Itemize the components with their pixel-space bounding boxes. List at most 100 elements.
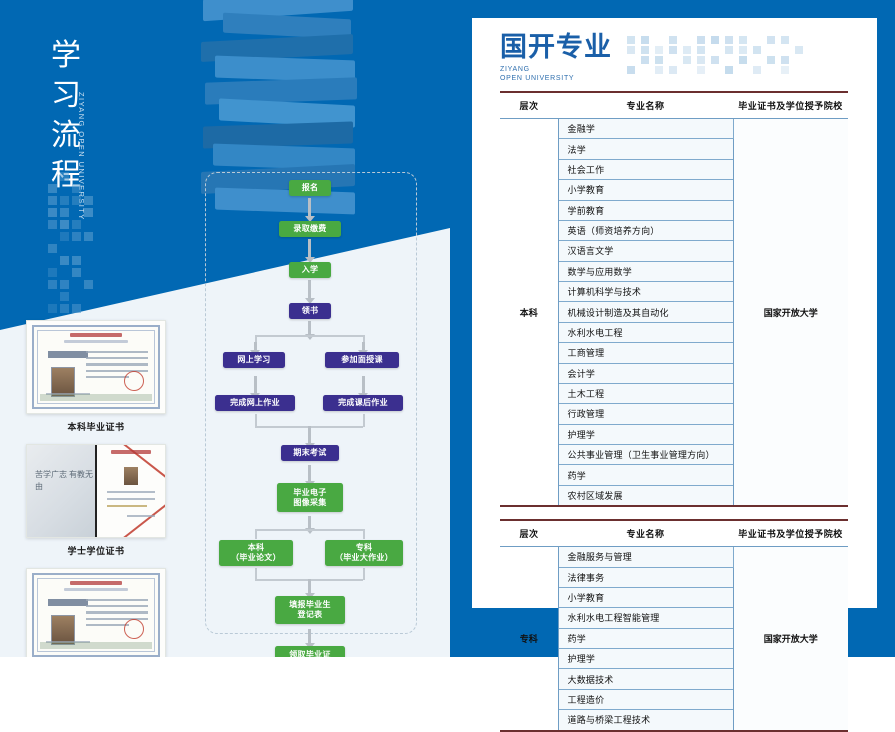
dot bbox=[60, 196, 69, 205]
flow-node-tianbao-dengjibiao[interactable]: 填报毕业生 登记表 bbox=[275, 596, 345, 624]
major-name-cell: 护理学 bbox=[558, 649, 733, 669]
dot bbox=[641, 36, 649, 44]
flow-arrow bbox=[308, 280, 311, 298]
dot bbox=[627, 36, 635, 44]
flow-arrow bbox=[362, 342, 365, 350]
dot bbox=[641, 46, 649, 54]
dot bbox=[669, 36, 677, 44]
flow-connector bbox=[363, 568, 365, 580]
major-name-cell: 水利水电工程智能管理 bbox=[558, 608, 733, 628]
flow-node-lingshu[interactable]: 领书 bbox=[289, 303, 331, 319]
dot bbox=[72, 196, 81, 205]
dot bbox=[697, 66, 705, 74]
flow-arrow bbox=[308, 198, 311, 216]
flow-node-benke-lunwen[interactable]: 本科 （毕业论文） bbox=[219, 540, 293, 566]
table-bottom-rule bbox=[500, 731, 848, 732]
column-header: 专业名称 bbox=[558, 520, 733, 547]
major-name-cell: 土木工程 bbox=[558, 383, 733, 403]
certificate-image-bachelor-degree: 苦学广志 有教无由 bbox=[26, 444, 166, 538]
dot bbox=[84, 232, 93, 241]
column-header: 毕业证书及学位授予院校 bbox=[733, 92, 848, 119]
flow-arrow bbox=[308, 465, 311, 481]
major-name-cell: 汉语言文学 bbox=[558, 241, 733, 261]
major-name-cell: 道路与桥梁工程技术 bbox=[558, 710, 733, 731]
school-cell: 国家开放大学 bbox=[733, 547, 848, 731]
dot bbox=[60, 256, 69, 265]
dot bbox=[767, 56, 775, 64]
certificate-gallery: 本科毕业证书 苦学广志 有教无由 bbox=[26, 320, 166, 657]
major-name-cell: 工商管理 bbox=[558, 343, 733, 363]
certificate-item: 本科毕业证书 bbox=[26, 320, 166, 433]
flow-node-biye-dianzi-tuxiang[interactable]: 毕业电子 图像采集 bbox=[277, 483, 343, 512]
level-cell: 本科 bbox=[500, 119, 558, 507]
dot bbox=[84, 208, 93, 217]
dot bbox=[48, 208, 57, 217]
dot bbox=[781, 56, 789, 64]
dot bbox=[48, 184, 57, 193]
dot bbox=[48, 244, 57, 253]
dot bbox=[60, 172, 69, 181]
dot bbox=[48, 196, 57, 205]
dot-grid-decoration-left bbox=[48, 172, 140, 332]
flow-node-ruxue[interactable]: 入学 bbox=[289, 262, 331, 278]
flow-node-baoming[interactable]: 报名 bbox=[289, 180, 331, 196]
column-header: 层次 bbox=[500, 520, 558, 547]
certificate-image-college-graduation bbox=[26, 568, 166, 657]
dot bbox=[697, 56, 705, 64]
dot bbox=[697, 46, 705, 54]
table-header-row: 层次专业名称毕业证书及学位授予院校 bbox=[500, 92, 848, 119]
dot bbox=[60, 208, 69, 217]
flow-node-wancheng-kehou-zuoye[interactable]: 完成课后作业 bbox=[323, 395, 403, 411]
flow-node-wangshang-xuexi[interactable]: 网上学习 bbox=[223, 352, 285, 368]
major-name-cell: 药学 bbox=[558, 465, 733, 485]
flow-node-qimo-kaoshi[interactable]: 期末考试 bbox=[281, 445, 339, 461]
dot bbox=[72, 256, 81, 265]
flow-arrow bbox=[308, 239, 311, 257]
majors-table-college: 层次专业名称毕业证书及学位授予院校专科金融服务与管理国家开放大学法律事务小学教育… bbox=[500, 519, 848, 731]
flow-arrow bbox=[308, 579, 311, 593]
flow-arrow bbox=[254, 342, 257, 350]
flow-node-canjia-mianshou[interactable]: 参加面授课 bbox=[325, 352, 399, 368]
flow-node-luqu-jiaofei[interactable]: 录取缴费 bbox=[279, 221, 341, 237]
major-name-cell: 数学与应用数学 bbox=[558, 261, 733, 281]
dot bbox=[48, 220, 57, 229]
major-name-cell: 农村区域发展 bbox=[558, 485, 733, 506]
table-row: 本科金融学国家开放大学 bbox=[500, 119, 848, 139]
major-name-cell: 法学 bbox=[558, 139, 733, 159]
major-name-cell: 护理学 bbox=[558, 424, 733, 444]
dot bbox=[725, 46, 733, 54]
dot bbox=[655, 66, 663, 74]
column-header: 专业名称 bbox=[558, 92, 733, 119]
flow-node-wancheng-wangshang-zuoye[interactable]: 完成网上作业 bbox=[215, 395, 295, 411]
flow-node-lingqu-biyezheng[interactable]: 领取毕业证 及档案 bbox=[275, 646, 345, 657]
flow-connector bbox=[363, 529, 365, 539]
dot bbox=[48, 304, 57, 313]
certificate-caption: 本科毕业证书 bbox=[26, 420, 166, 433]
column-header: 层次 bbox=[500, 92, 558, 119]
title-char-1: 学 bbox=[34, 36, 100, 76]
certificate-item: 苦学广志 有教无由 学士学 bbox=[26, 444, 166, 557]
flow-connector bbox=[255, 529, 363, 531]
major-name-cell: 机械设计制造及其自动化 bbox=[558, 302, 733, 322]
dot bbox=[669, 46, 677, 54]
major-name-cell: 学前教育 bbox=[558, 200, 733, 220]
dot bbox=[60, 232, 69, 241]
dot bbox=[767, 36, 775, 44]
certificate-caption: 学士学位证书 bbox=[26, 544, 166, 557]
dot bbox=[48, 268, 57, 277]
dot bbox=[60, 304, 69, 313]
major-name-cell: 大数据技术 bbox=[558, 669, 733, 689]
dot bbox=[60, 292, 69, 301]
level-cell: 专科 bbox=[500, 547, 558, 731]
rule-cell bbox=[558, 731, 733, 732]
dot bbox=[72, 184, 81, 193]
majors-table-undergraduate: 层次专业名称毕业证书及学位授予院校本科金融学国家开放大学法学社会工作小学教育学前… bbox=[500, 91, 848, 507]
flow-arrow bbox=[362, 376, 365, 393]
table-row: 专科金融服务与管理国家开放大学 bbox=[500, 547, 848, 567]
dot bbox=[60, 280, 69, 289]
flow-node-zhuanke-zuoye[interactable]: 专科 （毕业大作业） bbox=[325, 540, 403, 566]
dot bbox=[711, 56, 719, 64]
major-name-cell: 会计学 bbox=[558, 363, 733, 383]
flowchart: 报名 录取缴费 入学 领书 网上学习 参加面授课 完成网上作业 完成课后作业 期… bbox=[205, 172, 415, 632]
majors-card: 国开专业 ZIYANG OPEN UNIVERSITY 层次专业名称毕业证书及学… bbox=[472, 18, 877, 608]
